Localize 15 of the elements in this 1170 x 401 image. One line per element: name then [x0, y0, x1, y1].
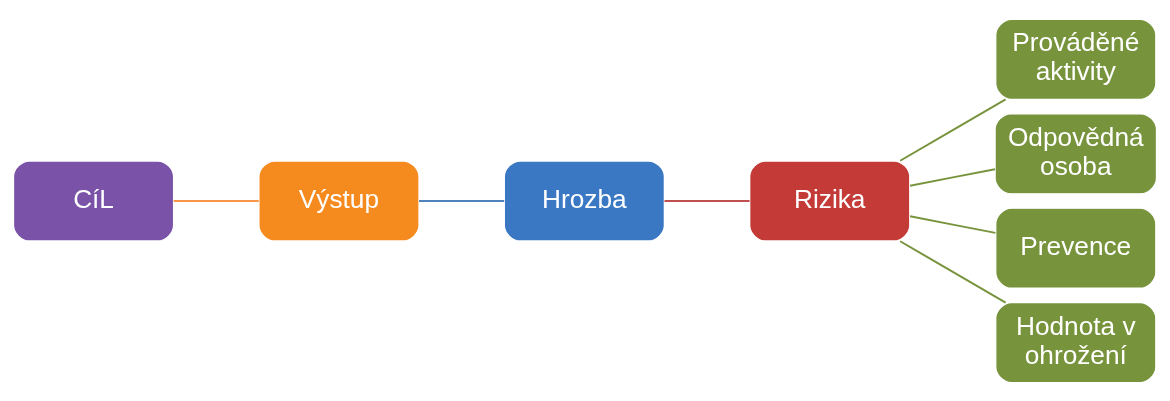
node-box: Odpovědná osoba	[994, 112, 1158, 194]
node-box: Hodnota v ohrožení	[995, 301, 1157, 383]
node-box: Hrozba	[503, 159, 666, 242]
node-box: Prováděné aktivity	[995, 18, 1157, 100]
node-box: Rizika	[749, 159, 911, 242]
connector	[899, 97, 1007, 162]
connector	[418, 199, 506, 202]
connector	[899, 239, 1007, 304]
connector	[663, 199, 751, 202]
connector	[909, 167, 996, 187]
node-box: Výstup	[258, 159, 420, 242]
node-box: CíL	[12, 159, 175, 242]
connector	[172, 199, 260, 202]
connector	[909, 214, 997, 234]
node-box: Prevence	[995, 207, 1157, 289]
